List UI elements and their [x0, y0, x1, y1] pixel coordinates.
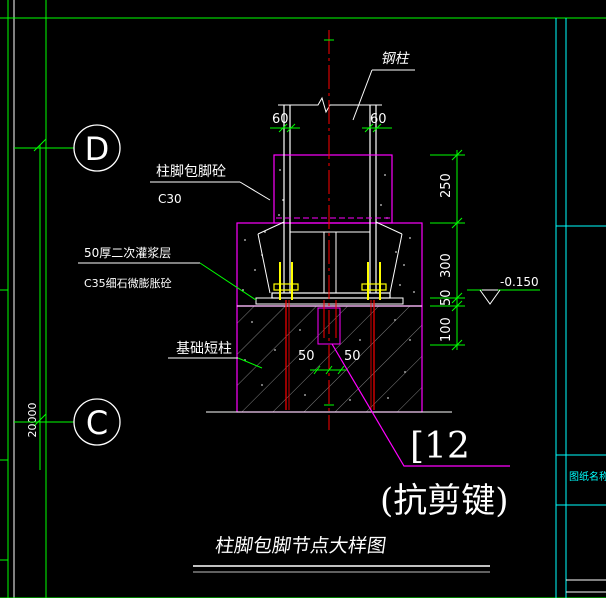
dimension-300: 300 [439, 253, 454, 278]
base-plate [271, 292, 391, 299]
anchor-bolts [273, 262, 387, 410]
dimension-60-right: 60 [370, 112, 387, 127]
elevation-marker [467, 289, 540, 305]
drawing-title: 柱脚包脚节点大样图 [214, 534, 388, 557]
label-encasement: 柱脚包脚砼 [156, 164, 226, 180]
axis-bubble-c [73, 398, 121, 446]
centerline-marks [324, 39, 334, 406]
axis-label-d: D [85, 130, 110, 168]
title-block-drawing-name: 图纸名称 [569, 470, 606, 483]
label-pedestal: 基础短柱 [176, 340, 232, 357]
dimension-20000: 20000 [26, 138, 47, 470]
haunch-stiffeners [257, 221, 403, 294]
dimension-20000-label: 20000 [26, 403, 39, 438]
elevation-label: -0.150 [500, 275, 539, 289]
dimension-60-left: 60 [272, 112, 289, 127]
label-steel-column: 钢柱 [380, 51, 411, 67]
label-grout-layer: 50厚二次灌浆层 [84, 245, 171, 260]
dimension-50-right: 50 [344, 349, 361, 364]
label-encasement-grade: C30 [158, 192, 182, 206]
label-shear-key-name: (抗剪键) [380, 481, 509, 521]
dimension-key-offset [310, 365, 348, 375]
leader-shear-key [331, 343, 510, 467]
dimension-250: 250 [439, 173, 454, 198]
axis-bubble-d [73, 124, 121, 172]
dimension-60-top [270, 123, 392, 133]
leader-steel-column [352, 69, 373, 121]
shear-key [317, 300, 341, 345]
label-grout-material: C35细石微膨胀砼 [84, 276, 172, 290]
grid-axis-d: D [14, 124, 121, 172]
title-block-frame: 图纸名称 [555, 18, 606, 598]
dimension-100: 100 [439, 317, 454, 342]
axis-label-c: C [86, 404, 108, 442]
steel-column [276, 96, 392, 293]
dimension-50-left: 50 [298, 349, 315, 364]
grid-axis-c: C [14, 398, 121, 446]
label-shear-key-section: [12 [410, 426, 470, 467]
dimension-50-grout: 50 [439, 289, 454, 306]
vertical-dimension-chain [430, 149, 465, 351]
encasement-upper [273, 154, 393, 224]
